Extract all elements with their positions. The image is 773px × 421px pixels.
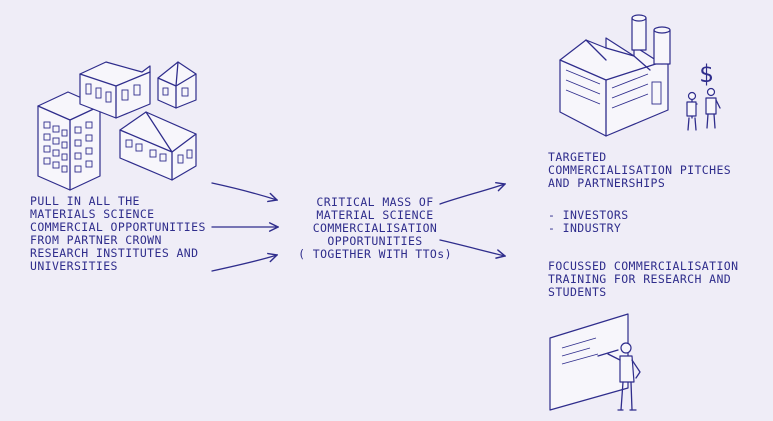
text-line: FROM PARTNER CROWN: [30, 233, 162, 247]
text-line: STUDENTS: [548, 285, 607, 299]
text-line: ( TOGETHER WITH TTOs): [298, 247, 452, 261]
person-icon-2: [705, 87, 721, 129]
whiteboard-icon: [549, 313, 629, 411]
text-line: COMMERCIAL OPPORTUNITIES: [30, 220, 206, 234]
text-line: CRITICAL MASS OF: [316, 195, 434, 209]
text-line: OPPORTUNITIES: [327, 234, 423, 248]
list-item: - INDUSTRY: [548, 221, 622, 235]
text-line: COMMERCIALISATION: [312, 221, 438, 235]
house-icon: [157, 61, 197, 109]
text-line: TARGETED: [548, 150, 607, 164]
factory-icon: [559, 14, 671, 137]
arrow-left-3: [211, 255, 277, 272]
townhouse-icon: [79, 61, 151, 119]
presenter-icon: [607, 342, 641, 411]
training-presentation-icon: [549, 313, 641, 411]
text-line: MATERIALS SCIENCE: [30, 207, 155, 221]
barn-icon: [119, 111, 197, 181]
audience-list: - INVESTORS - INDUSTRY: [548, 209, 629, 235]
text-line: MATERIAL SCIENCE: [316, 208, 434, 222]
text-line: TRAINING FOR RESEARCH AND: [548, 272, 732, 286]
left-source-text: PULL IN ALL THE MATERIALS SCIENCE COMMER…: [30, 195, 206, 273]
dollar-icon: $: [699, 60, 713, 88]
list-item: - INVESTORS: [548, 208, 629, 222]
arrow-right-1: [439, 184, 505, 205]
text-line: RESEARCH INSTITUTES AND: [30, 246, 199, 260]
person-icon: [686, 91, 698, 131]
text-line: FOCUSSED COMMERCIALISATION: [548, 259, 739, 273]
training-text: FOCUSSED COMMERCIALISATION TRAINING FOR …: [548, 260, 738, 299]
pitches-text: TARGETED COMMERCIALISATION PITCHES AND P…: [548, 151, 731, 190]
text-line: PULL IN ALL THE: [30, 194, 140, 208]
arrow-right-2: [439, 239, 505, 256]
center-critical-mass-text: CRITICAL MASS OF MATERIAL SCIENCE COMMER…: [285, 196, 465, 261]
text-line: UNIVERSITIES: [30, 259, 118, 273]
arrows: [211, 182, 505, 272]
text-line: COMMERCIALISATION PITCHES: [548, 163, 732, 177]
arrow-left-1: [211, 182, 277, 200]
office-building-icon: [37, 91, 101, 191]
text-line: AND PARTNERSHIPS: [548, 176, 666, 190]
investors-icon: $: [686, 60, 721, 131]
institutes-buildings-icon: [37, 61, 197, 191]
